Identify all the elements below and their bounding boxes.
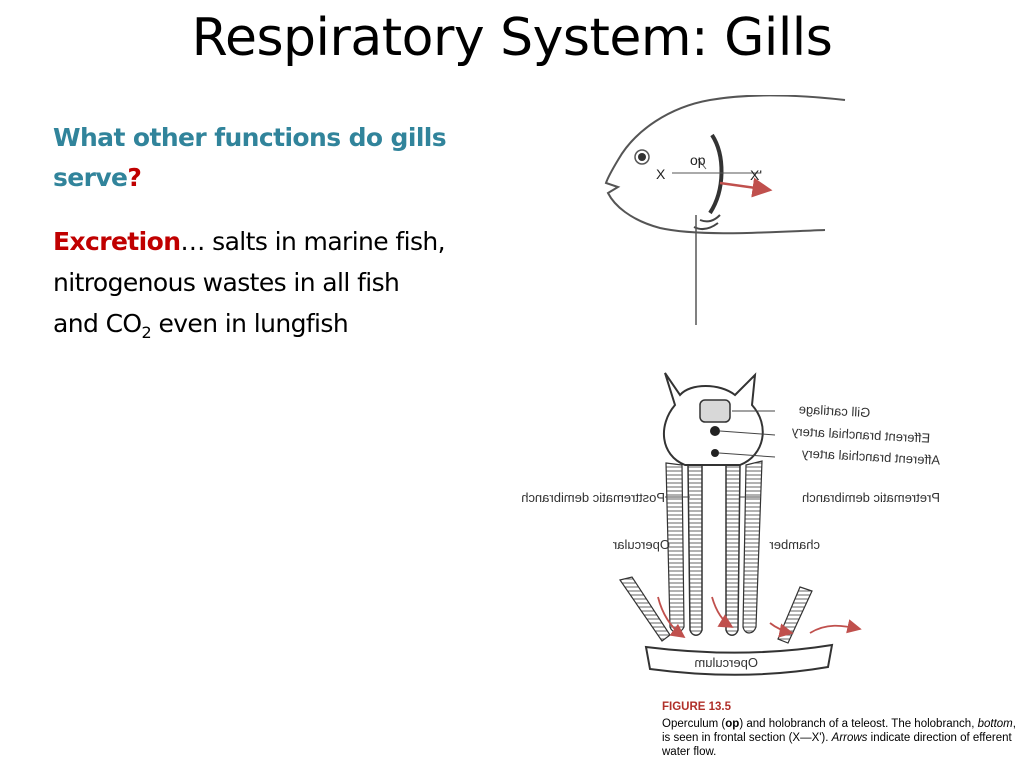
answer-line-2: nitrogenous wastes in all fish (53, 268, 400, 297)
slide-title: Respiratory System: Gills (191, 8, 833, 68)
fish-head-illustration: op X X' (604, 95, 846, 325)
figure-caption: FIGURE 13.5 Operculum (op) and holobranc… (662, 700, 1022, 759)
label-gill-cartilage: Gill cartilage (798, 401, 870, 420)
operculum-curve (708, 133, 724, 215)
pretrematic-filament (725, 464, 741, 636)
caption-op: op (725, 718, 740, 730)
label-x-prime: X' (750, 167, 762, 183)
afferent-artery-dot (711, 449, 719, 457)
answer-line-3-prefix: and CO (53, 309, 142, 338)
label-operculum: Operculum (694, 655, 758, 670)
caption-part-a: Operculum ( (662, 718, 726, 730)
gill-cartilage-shape (699, 399, 731, 423)
fish-body-outline (604, 95, 846, 235)
label-efferent-artery: Efferent branchial artery (791, 423, 931, 445)
efferent-flow-arrow (719, 177, 773, 198)
co2-subscript: 2 (141, 323, 152, 342)
label-afferent-artery: Afferent branchial artery (801, 445, 941, 467)
label-posttrematic: Posttrematic demibranch (521, 490, 665, 505)
label-chamber: chamber (769, 537, 820, 552)
figure-number: FIGURE 13.5 (662, 701, 732, 713)
answer-line-1: salts in marine fish, (204, 227, 445, 256)
answer-keyword: Excretion (53, 227, 181, 256)
efferent-artery-dot (710, 426, 720, 436)
holobranch-section-diagram: Gill cartilage Efferent branchial artery… (521, 372, 941, 676)
caption-arrows: Arrows (831, 732, 868, 744)
label-opercular: Opercular (612, 537, 670, 552)
question-mark: ? (127, 163, 142, 192)
answer-ellipsis: … (180, 227, 205, 256)
label-x: X (656, 166, 666, 182)
caption-bottom: bottom (977, 718, 1013, 730)
label-pretrematic: Pretrematic demibranch (802, 490, 940, 505)
answer-line-3-suffix: even in lungfish (151, 309, 349, 338)
flow-arrow-4 (809, 619, 862, 634)
question-body: What other functions do gills serve (53, 123, 447, 192)
flow-arrow-2 (711, 596, 734, 628)
fish-eye-icon (638, 153, 646, 161)
question-text: What other functions do gills serve? (53, 118, 493, 198)
caption-part-d: indicate direction of efferent water flo… (662, 732, 1012, 758)
caption-part-c: , is seen in frontal section (X—X'). (662, 718, 1016, 744)
answer-text: Excretion… salts in marine fish, nitroge… (53, 221, 503, 344)
flow-arrow-3 (769, 622, 794, 638)
op-pointer-line (697, 158, 707, 170)
label-op: op (690, 152, 706, 168)
flow-arrow-1 (657, 596, 686, 639)
posttrematic-filament (687, 464, 703, 636)
operculum-plate (644, 643, 834, 676)
caption-part-b: ) and holobranch of a teleost. The holob… (739, 718, 978, 730)
